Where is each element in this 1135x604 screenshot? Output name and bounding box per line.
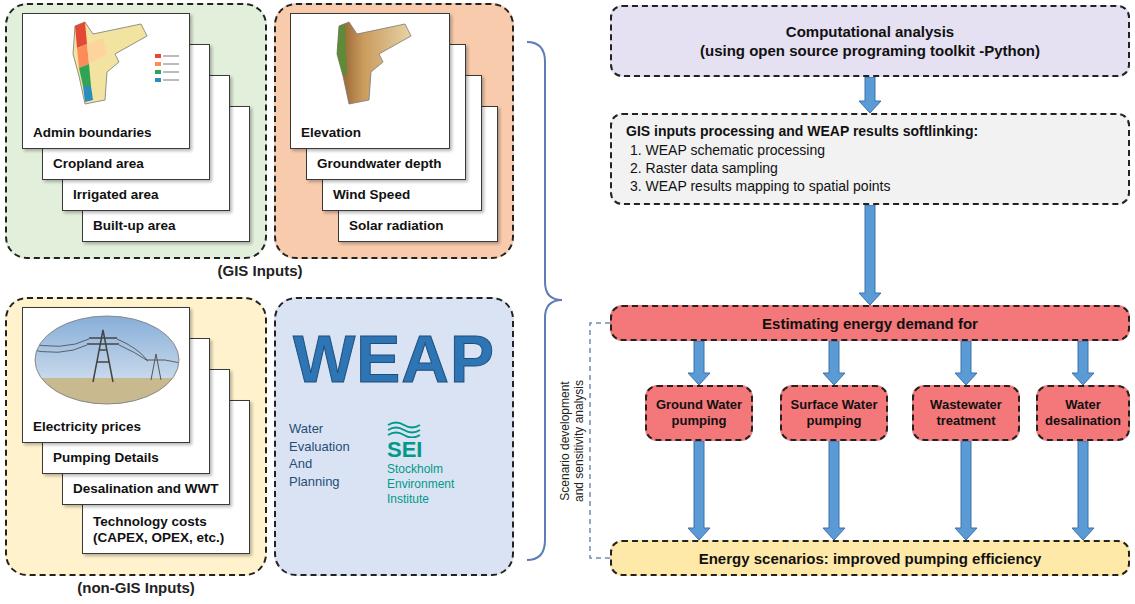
bracket	[527, 42, 562, 560]
pylon-photo	[23, 308, 191, 408]
block-arrow	[859, 205, 881, 305]
block-arrow	[688, 441, 710, 540]
card-label: Wind Speed	[333, 187, 475, 203]
card-label: Pumping Details	[53, 450, 203, 466]
process-box: Surface Water pumping	[780, 385, 888, 441]
block-arrow	[823, 341, 845, 385]
process-box: Water desalination	[1036, 385, 1130, 441]
box-label: Estimating energy demand for	[762, 315, 978, 332]
list-item: 2. Raster data sampling	[626, 159, 778, 177]
card-label: Groundwater depth	[317, 156, 459, 172]
map-illustration	[23, 14, 191, 114]
box-label: Wastewater treatment	[919, 397, 1013, 428]
block-arrow	[823, 441, 845, 540]
block-arrow	[1072, 341, 1094, 385]
box-label: Computational analysis	[786, 22, 954, 42]
logo-column: SEIStockholm Environment Institute	[387, 420, 499, 507]
card-label: Irrigated area	[73, 187, 223, 203]
card-label: Electricity prices	[33, 419, 183, 435]
card-label: Desalination and WWT	[73, 481, 223, 497]
box-label: Surface Water pumping	[787, 397, 881, 428]
block-arrow	[955, 341, 977, 385]
block-arrow	[955, 441, 977, 540]
output-bar: Energy scenarios: improved pumping effic…	[610, 540, 1130, 576]
edge-label: Scenario development and sensitivity ana…	[558, 371, 586, 511]
logo-subtitle: Water Evaluation And Planning	[289, 420, 361, 490]
card-label: Cropland area	[53, 156, 203, 172]
block-arrow	[859, 77, 881, 113]
box-label: Energy scenarios: improved pumping effic…	[699, 550, 1042, 567]
block-arrow	[1072, 441, 1094, 540]
logo-row: Water Evaluation And Planning SEIStockhol…	[289, 420, 499, 507]
process-box: GIS inputs processing and WEAP results s…	[610, 113, 1130, 205]
dashed-connector	[590, 323, 610, 558]
card-label: Elevation	[301, 125, 443, 141]
box-label: Ground Water pumping	[652, 397, 746, 428]
box-label: Water desalination	[1043, 397, 1123, 428]
box-label: (using open source programing toolkit -P…	[700, 41, 1040, 61]
block-arrow	[688, 341, 710, 385]
card-label: Built-up area	[93, 218, 243, 234]
card-label: Admin boundaries	[33, 125, 183, 141]
logo-subtitle: Stockholm Environment Institute	[387, 462, 499, 507]
data-layer-card: Electricity prices	[22, 307, 190, 443]
group-caption: (GIS Inputs)	[160, 262, 360, 280]
logo-wordmark: WEAP	[293, 325, 495, 394]
process-box: Wastewater treatment	[912, 385, 1020, 441]
map-illustration	[291, 14, 451, 114]
data-layer-card: Elevation	[290, 13, 450, 149]
box-heading: GIS inputs processing and WEAP results s…	[626, 122, 978, 140]
data-layer-card: Admin boundaries	[22, 13, 190, 149]
process-bar: Estimating energy demand for	[610, 305, 1130, 341]
card-label: Technology costs (CAPEX, OPEX, etc.)	[93, 514, 243, 546]
list-item: 3. WEAP results mapping to spatial point…	[626, 177, 890, 195]
group-caption: (non-GIS Inputs)	[36, 579, 236, 597]
process-box: Ground Water pumping	[645, 385, 753, 441]
card-label: Solar radiation	[349, 218, 491, 234]
process-box: Computational analysis(using open source…	[610, 5, 1130, 77]
logo-wordmark: SEI	[387, 438, 422, 462]
sei-logo-mark	[387, 420, 421, 438]
list-item: 1. WEAP schematic processing	[626, 141, 825, 159]
logo-panel: WEAP Water Evaluation And Planning SEIStoc…	[274, 297, 514, 576]
